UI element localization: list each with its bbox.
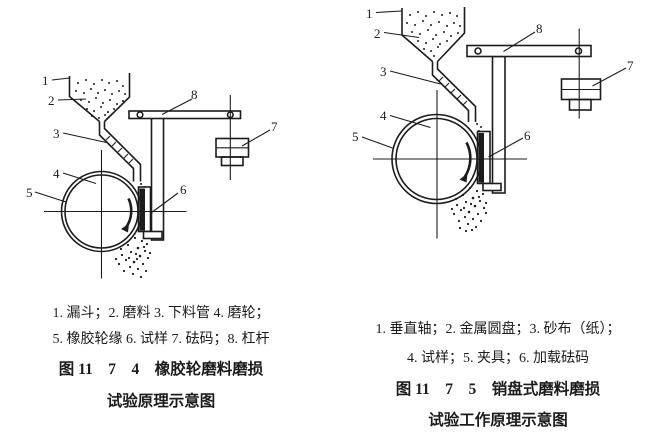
left-figure-title-line1: 图 11 7 4 橡胶轮磨料磨损 [58, 361, 264, 378]
weight-assembly [560, 28, 602, 119]
label-8: 8 [191, 87, 198, 102]
lever-bar [128, 110, 242, 120]
label-6: 6 [180, 182, 187, 197]
lever-vertical-arm [491, 55, 506, 194]
right-legend-line1: 1. 垂直轴；2. 金属圆盘；3. 砂布（纸）； [375, 322, 621, 337]
left-legend-line2: 5. 橡胶轮缘 6. 试样 7. 砝码；8. 杠杆 [52, 332, 270, 347]
part-labels: 1 2 3 4 5 6 7 8 [26, 73, 278, 200]
feed-tube [98, 121, 148, 193]
lever-pivot-right [574, 47, 583, 55]
abrasive-particles [406, 11, 461, 57]
label-5: 5 [352, 129, 359, 144]
pin-on-disc-diagram: 1 2 3 4 5 6 7 8 [352, 6, 634, 239]
lever-pivot-left [136, 111, 144, 119]
specimen [139, 188, 145, 231]
weight-step [220, 156, 244, 167]
leader-lines [34, 77, 271, 214]
label-4: 4 [53, 166, 60, 181]
feed-tube-hatching [105, 135, 134, 164]
left-legend-line1: 1. 漏斗；2. 磨料 3. 下料管 4. 磨轮； [52, 306, 270, 321]
spent-abrasive-stream [450, 186, 488, 233]
hopper-funnel [401, 7, 466, 63]
label-2: 2 [48, 93, 55, 108]
lever-vertical-arm [150, 117, 165, 241]
label-1: 1 [42, 73, 49, 88]
rotation-arrow [459, 141, 472, 183]
abrasive-particles [75, 79, 126, 119]
lever-pivot-left [474, 47, 482, 55]
right-legend-line2: 4. 试样；5. 夹具；6. 加载砝码 [407, 351, 589, 366]
label-8: 8 [536, 21, 543, 36]
right-figure-title-line1: 图 11 7 5 销盘式磨料磨损 [395, 381, 601, 398]
rotation-arrow [121, 197, 133, 233]
label-7: 7 [271, 119, 278, 134]
holder-bracket [142, 230, 163, 240]
label-7: 7 [627, 58, 634, 73]
label-5: 5 [26, 185, 33, 200]
label-2: 2 [374, 26, 381, 41]
leader-lines [361, 10, 627, 158]
weight-assembly [215, 95, 250, 180]
feed-tube-hatching [438, 76, 468, 106]
wheel-centerlines [373, 90, 527, 239]
weight-step [568, 98, 592, 111]
left-figure-title-line2: 试验原理示意图 [106, 393, 216, 410]
part-labels: 1 2 3 4 5 6 7 8 [352, 6, 634, 144]
label-6: 6 [524, 128, 531, 143]
hopper-funnel [68, 73, 131, 123]
specimen [478, 133, 484, 183]
spent-abrasive-stream [114, 236, 152, 279]
right-figure-title-line2: 试验工作原理示意图 [428, 412, 568, 429]
label-1: 1 [366, 6, 373, 21]
feed-tube [431, 61, 484, 134]
rubber-wheel-diagram: 1 2 3 4 5 6 7 8 [26, 73, 278, 279]
label-4: 4 [380, 108, 387, 123]
label-3: 3 [380, 64, 387, 79]
holder-bracket [482, 182, 502, 192]
wheel-centerlines [44, 150, 187, 279]
lever-bar [466, 44, 592, 58]
label-3: 3 [53, 126, 60, 141]
